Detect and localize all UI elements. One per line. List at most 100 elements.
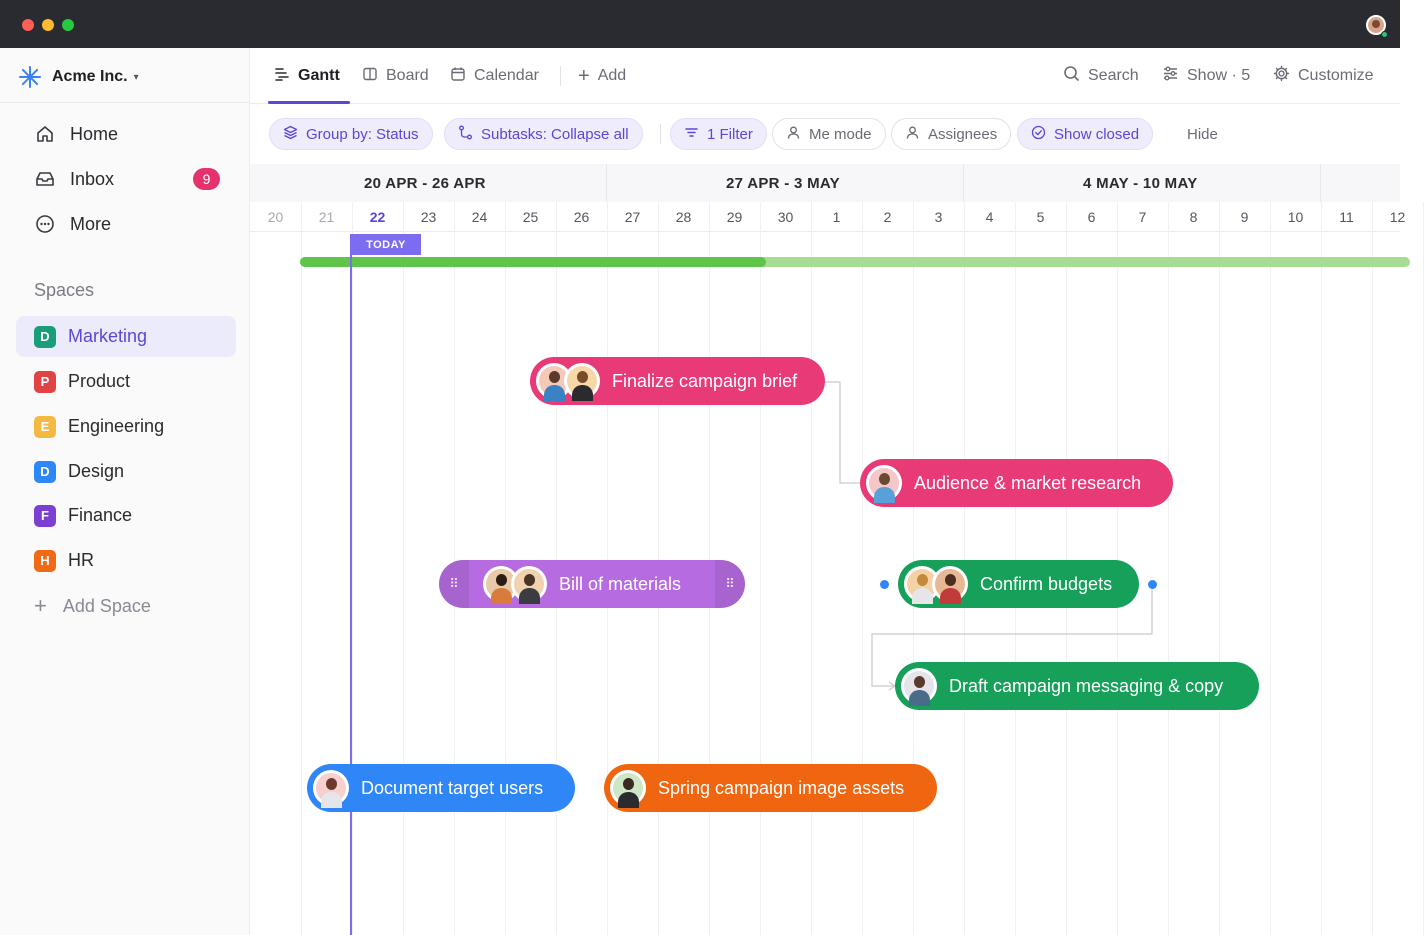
- today-label: TODAY: [351, 234, 421, 255]
- space-marketing[interactable]: D Marketing: [16, 316, 236, 357]
- dependency-start-handle[interactable]: [880, 580, 889, 589]
- task-bar-confirm-budgets[interactable]: Confirm budgets: [898, 560, 1139, 608]
- task-title: Audience & market research: [914, 472, 1142, 493]
- title-bar: [0, 0, 1400, 48]
- search-icon: [1063, 65, 1080, 87]
- filter-icon: [684, 125, 699, 144]
- plus-icon: +: [34, 593, 47, 618]
- close-window-button[interactable]: [22, 19, 34, 31]
- assignee-avatar: [866, 465, 902, 503]
- task-bar-draft-campaign-messaging[interactable]: Draft campaign messaging & copy: [895, 662, 1259, 710]
- user-avatar[interactable]: [1366, 15, 1386, 35]
- space-design[interactable]: D Design: [16, 451, 236, 492]
- tab-board[interactable]: Board: [362, 48, 429, 104]
- filter-separator: [660, 124, 661, 144]
- subtasks-icon: [458, 125, 473, 144]
- task-bar-finalize-campaign-brief[interactable]: Finalize campaign brief: [530, 357, 825, 405]
- gear-icon: [1273, 65, 1290, 87]
- task-title: Spring campaign image assets: [658, 777, 905, 798]
- space-label: Product: [68, 371, 131, 391]
- sidebar-item-home[interactable]: Home: [34, 120, 230, 148]
- tab-gantt[interactable]: Gantt: [274, 48, 340, 104]
- check-circle-icon: [1031, 125, 1046, 144]
- task-bar-document-target-users[interactable]: Document target users: [307, 764, 575, 812]
- workspace-switcher[interactable]: Acme Inc. ▾: [18, 64, 139, 90]
- task-bar-audience-market-research[interactable]: Audience & market research: [860, 459, 1173, 507]
- show-fields-button[interactable]: Show · 5: [1162, 48, 1250, 104]
- subtasks-button[interactable]: Subtasks: Collapse all: [444, 118, 643, 150]
- day-cell: 29: [726, 209, 743, 225]
- day-cell: 2: [883, 209, 892, 225]
- day-cell: 9: [1240, 209, 1249, 225]
- inbox-count-badge: 9: [193, 168, 220, 190]
- gantt-icon: [274, 66, 290, 87]
- space-hr[interactable]: H HR: [16, 540, 236, 581]
- task-bar-bill-of-materials[interactable]: ⠿ Bill of materials ⠿: [439, 560, 745, 608]
- me-mode-button[interactable]: Me mode: [772, 118, 886, 150]
- day-cell: 8: [1189, 209, 1198, 225]
- space-avatar: P: [34, 370, 56, 393]
- week-divider: [963, 164, 964, 202]
- search-label: Search: [1088, 67, 1139, 84]
- day-column-gridline: [352, 202, 353, 935]
- day-cell: 28: [675, 209, 692, 225]
- assignee-avatar: [536, 363, 572, 401]
- more-icon: [34, 213, 56, 235]
- day-cell: 26: [573, 209, 590, 225]
- week-divider: [1320, 164, 1321, 202]
- person-icon: [786, 125, 801, 144]
- week-label: 20 APR - 26 APR: [364, 175, 486, 192]
- add-view-button[interactable]: + Add: [578, 48, 626, 104]
- group-by-label: Group by: Status: [306, 125, 419, 143]
- space-finance[interactable]: F Finance: [16, 495, 236, 536]
- day-column-gridline: [760, 202, 761, 935]
- tab-label: Add: [597, 67, 627, 84]
- minimize-window-button[interactable]: [42, 19, 54, 31]
- sidebar-item-label: More: [70, 213, 112, 234]
- assignees-label: Assignees: [928, 125, 998, 143]
- day-cell: 6: [1087, 209, 1096, 225]
- gantt-chart: 20 APR - 26 APR 27 APR - 3 MAY 4 MAY - 1…: [250, 164, 1424, 935]
- assignees-button[interactable]: Assignees: [891, 118, 1012, 150]
- inbox-icon: [34, 168, 56, 190]
- day-cell: 20: [267, 209, 284, 225]
- calendar-icon: [450, 66, 466, 87]
- task-bar-spring-campaign-image-assets[interactable]: Spring campaign image assets: [604, 764, 937, 812]
- filter-button[interactable]: 1 Filter: [670, 118, 767, 150]
- me-mode-label: Me mode: [809, 125, 872, 143]
- show-closed-button[interactable]: Show closed: [1017, 118, 1154, 150]
- group-by-button[interactable]: Group by: Status: [269, 118, 433, 150]
- hide-button[interactable]: Hide: [1187, 126, 1218, 143]
- dependency-end-handle[interactable]: [1148, 580, 1157, 589]
- space-avatar: F: [34, 504, 56, 527]
- space-engineering[interactable]: E Engineering: [16, 406, 236, 447]
- sidebar-item-inbox[interactable]: Inbox 9: [34, 165, 230, 193]
- filter-label: 1 Filter: [707, 125, 753, 143]
- space-label: Finance: [68, 505, 133, 525]
- search-button[interactable]: Search: [1063, 48, 1139, 104]
- plus-icon: +: [578, 65, 590, 87]
- chevron-down-icon: ▾: [133, 71, 139, 83]
- space-avatar: D: [34, 325, 56, 348]
- sidebar-item-more[interactable]: More: [34, 210, 230, 238]
- week-divider: [606, 164, 607, 202]
- task-title: Finalize campaign brief: [612, 370, 798, 391]
- space-product[interactable]: P Product: [16, 361, 236, 402]
- tab-calendar[interactable]: Calendar: [450, 48, 539, 104]
- person-icon: [905, 125, 920, 144]
- day-cell: 23: [420, 209, 437, 225]
- subtasks-label: Subtasks: Collapse all: [481, 125, 629, 143]
- board-icon: [362, 66, 378, 87]
- view-tabs: Gantt Board Calendar + Add Search: [250, 48, 1400, 104]
- sidebar-item-label: Inbox: [70, 168, 115, 189]
- add-space-button[interactable]: + Add Space: [34, 594, 151, 618]
- customize-button[interactable]: Customize: [1273, 48, 1374, 104]
- assignee-avatar: [564, 363, 600, 401]
- day-cell: 21: [318, 209, 335, 225]
- day-cell: 30: [777, 209, 794, 225]
- timeline-progress-fill: [300, 257, 766, 267]
- filter-toolbar: Group by: Status Subtasks: Collapse all …: [250, 104, 1400, 164]
- maximize-window-button[interactable]: [62, 19, 74, 31]
